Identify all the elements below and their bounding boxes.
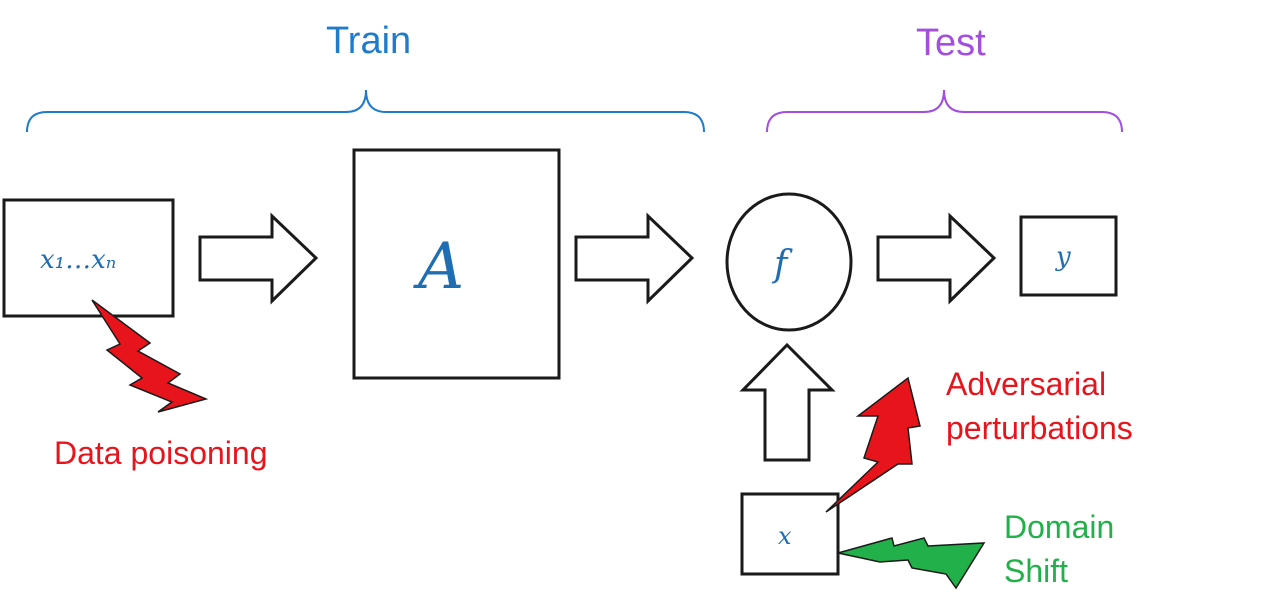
adversarial-perturbations-label: Adversarial perturbations xyxy=(946,366,1133,446)
arrow-algorithm-to-model xyxy=(574,212,695,305)
input-label: x xyxy=(778,522,792,550)
arrow-model-to-output xyxy=(876,212,997,305)
domain-shift-label: Domain Shift xyxy=(1004,509,1115,589)
input-box xyxy=(740,492,840,576)
arrow-input-to-model xyxy=(739,342,836,462)
train-brace xyxy=(26,89,705,133)
output-label: y xyxy=(1056,242,1071,272)
algorithm-box xyxy=(352,148,561,380)
data-poisoning-label: Data poisoning xyxy=(54,435,268,471)
train-label: Train xyxy=(326,20,412,62)
data-box xyxy=(2,198,175,318)
arrow-data-to-algorithm xyxy=(198,212,319,305)
model-label: f xyxy=(774,244,788,285)
algorithm-label: A xyxy=(418,230,465,304)
output-box xyxy=(1019,215,1118,297)
model-circle xyxy=(725,192,853,332)
test-label: Test xyxy=(916,22,986,64)
data-poisoning-bolt-icon xyxy=(91,299,209,413)
test-brace xyxy=(766,89,1123,133)
domain-shift-bolt-icon xyxy=(837,537,986,590)
adversarial-bolt-icon xyxy=(825,376,921,513)
data-label: x₁…xₙ xyxy=(40,245,117,275)
